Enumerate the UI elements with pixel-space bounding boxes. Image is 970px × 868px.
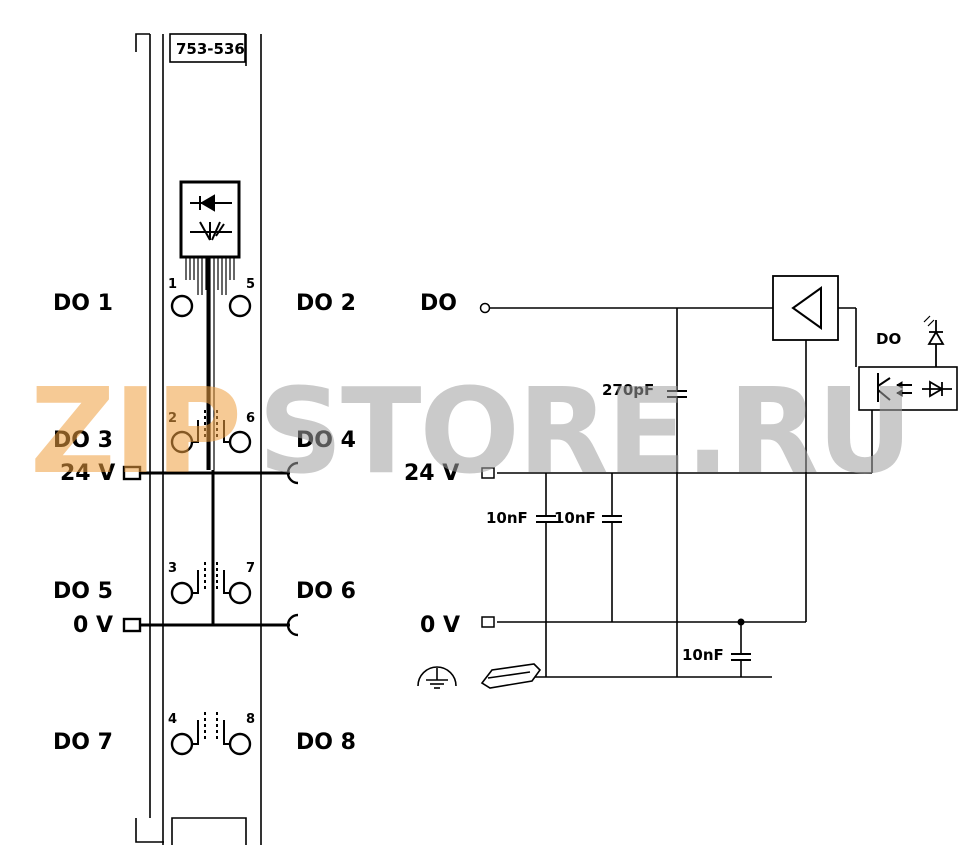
capacitors	[536, 390, 751, 661]
label-led-do: DO	[876, 330, 901, 348]
label-24v-right: 24 V	[404, 461, 459, 486]
contact-24v-left	[122, 465, 142, 481]
label-do8: DO 8	[296, 730, 356, 755]
schematic-labels: DO 24 V 0 V 270pF 10nF 10nF 10nF DO	[404, 291, 901, 664]
24v-terminal	[481, 467, 495, 479]
terminal-7	[228, 581, 252, 605]
watermark: ZIP STORE.RU	[30, 362, 913, 500]
optocoupler-block	[179, 180, 241, 470]
clamp-levers	[192, 410, 230, 745]
model-label: 753-536	[176, 40, 245, 58]
svg-text:4: 4	[168, 712, 177, 727]
label-do1: DO 1	[53, 291, 113, 316]
svg-text:3: 3	[168, 561, 177, 576]
label-do3: DO 3	[53, 428, 113, 453]
terminal-3	[170, 581, 194, 605]
label-do7: DO 7	[53, 730, 113, 755]
svg-text:2: 2	[168, 411, 177, 426]
label-do2: DO 2	[296, 291, 356, 316]
left-labels: DO 1 DO 2 DO 3 DO 4 24 V DO 5 DO 6 0 V D…	[53, 291, 356, 755]
label-cap-10nf-c: 10nF	[682, 646, 724, 664]
din-rail-icon	[480, 663, 542, 689]
label-24v-left: 24 V	[60, 461, 115, 486]
junction-dot	[737, 618, 745, 626]
svg-text:7: 7	[246, 561, 255, 576]
label-cap-10nf-a: 10nF	[486, 509, 528, 527]
terminal-8	[228, 732, 252, 756]
contact-0v-right	[286, 613, 299, 637]
label-cap-10nf-b: 10nF	[554, 509, 596, 527]
schematic-wires	[490, 307, 873, 678]
contact-24v-right	[286, 461, 299, 485]
terminal-5	[228, 294, 252, 318]
watermark-store: STORE.RU	[258, 362, 911, 500]
ground-icon	[417, 666, 457, 689]
status-led-icon	[923, 315, 945, 367]
label-do: DO	[420, 291, 457, 316]
label-do5: DO 5	[53, 579, 113, 604]
0v-terminal	[481, 616, 495, 628]
terminal-4	[170, 732, 194, 756]
label-do4: DO 4	[296, 428, 356, 453]
power-contacts	[122, 461, 299, 637]
internal-bus	[141, 258, 290, 627]
model-label-box	[169, 33, 246, 63]
svg-text:5: 5	[246, 277, 255, 292]
label-do6: DO 6	[296, 579, 356, 604]
terminals	[170, 294, 252, 756]
label-cap-270pf: 270pF	[602, 381, 654, 399]
label-0v-right: 0 V	[420, 613, 460, 638]
module-housing	[135, 33, 262, 845]
driver-block	[772, 275, 839, 341]
do-terminal	[479, 302, 491, 314]
opto-block	[858, 366, 958, 411]
svg-text:1: 1	[168, 277, 177, 292]
terminal-1	[170, 294, 194, 318]
svg-text:8: 8	[246, 712, 255, 727]
label-0v-left: 0 V	[73, 613, 113, 638]
terminal-numbers: 1 5 2 6 3 7 4 8	[168, 277, 255, 727]
watermark-zip: ZIP	[30, 362, 240, 500]
contact-0v-left	[122, 617, 142, 633]
svg-text:6: 6	[246, 411, 255, 426]
